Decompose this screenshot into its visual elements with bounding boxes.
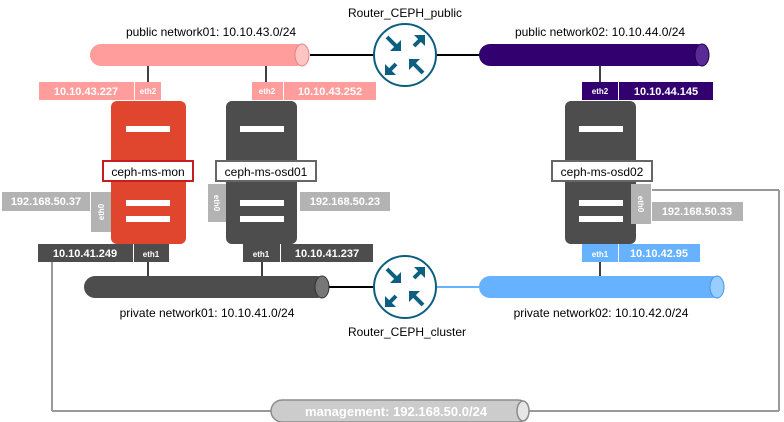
- public-network01-label: public network01: 10.10.43.0/24: [126, 25, 296, 39]
- osd02-eth0-port: eth0: [636, 196, 645, 213]
- mon-eth0-ip-box: [2, 192, 90, 211]
- osd02-eth1-ip: 10.10.42.95: [630, 248, 688, 260]
- router-public-label: Router_CEPH_public: [348, 6, 462, 20]
- public-network02-pipe: [479, 43, 710, 67]
- osd01-eth2-labels: [252, 82, 376, 100]
- osd01-eth2-ip: 10.10.43.252: [298, 86, 362, 98]
- osd02-eth2-ip: 10.10.44.145: [634, 86, 698, 98]
- osd01-eth0-ip: 192.168.50.23: [310, 196, 380, 208]
- osd02-eth0-ip: 192.168.50.33: [662, 206, 732, 218]
- mon-name-box: [102, 160, 194, 182]
- osd01-eth1-labels: [243, 244, 373, 262]
- eth1-stubs: [147, 262, 601, 276]
- mon-eth1-ip: 10.10.41.249: [53, 248, 117, 260]
- private-network01-label: private network01: 10.10.41.0/24: [120, 306, 295, 320]
- osd01-name: ceph-ms-osd01: [225, 165, 308, 179]
- mon-eth2-port: eth2: [140, 87, 157, 96]
- mon-eth1-labels: [38, 244, 169, 262]
- osd02-name-box: [551, 160, 653, 182]
- osd01-name-box: [215, 160, 317, 182]
- eth2-stubs: [147, 66, 601, 82]
- osd02-eth0-port-box: [631, 184, 651, 224]
- mon-eth0-port: eth0: [97, 203, 106, 220]
- private-network02-label: private network02: 10.10.42.0/24: [514, 306, 689, 320]
- mon-name: ceph-ms-mon: [111, 165, 184, 179]
- osd01-eth0-ip-box: [300, 192, 390, 211]
- management-network-label: management: 192.168.50.0/24: [305, 404, 488, 419]
- osd01-eth1-port: eth1: [253, 250, 270, 259]
- private-network01-pipe: [84, 275, 330, 299]
- osd02-name: ceph-ms-osd02: [561, 165, 644, 179]
- mon-eth0-ip: 192.168.50.37: [11, 196, 81, 208]
- management-pipe: [270, 399, 530, 422]
- mon-eth2-ip: 10.10.43.227: [54, 86, 118, 98]
- router-cluster-icon: [373, 255, 437, 319]
- public-network01-pipe: [90, 43, 310, 67]
- mon-eth1-port: eth1: [143, 250, 160, 259]
- management-wires: [51, 189, 780, 412]
- osd02-eth0-ip-box: [652, 202, 743, 221]
- osd01-eth0-port: eth0: [212, 195, 221, 212]
- public-network02-label: public network02: 10.10.44.0/24: [515, 25, 685, 39]
- mon-eth0-port-box: [91, 192, 111, 232]
- router-public-icon: [373, 23, 437, 87]
- osd01-eth0-port-box: [208, 184, 226, 222]
- osd01-eth2-port: eth2: [259, 87, 276, 96]
- router-cluster-label: Router_CEPH_cluster: [348, 325, 466, 339]
- osd01-eth1-ip: 10.10.41.237: [295, 248, 359, 260]
- osd02-eth2-labels: [582, 82, 713, 100]
- osd02-eth2-port: eth2: [592, 87, 609, 96]
- mon-eth2-labels: [39, 82, 161, 100]
- osd02-eth1-labels: [582, 244, 700, 262]
- osd02-eth1-port: eth1: [592, 250, 609, 259]
- private-network02-pipe: [479, 275, 725, 299]
